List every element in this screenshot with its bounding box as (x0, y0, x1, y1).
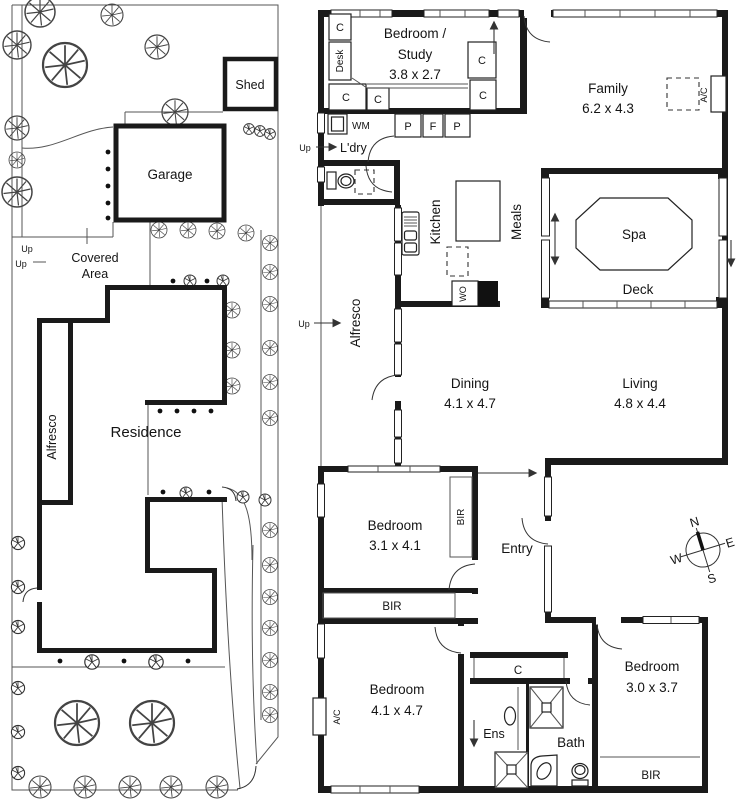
up-label: Up (299, 143, 311, 153)
cupboard (469, 79, 497, 111)
cupboard (328, 83, 367, 111)
dishwasher (446, 246, 469, 277)
cupboard-label: C (342, 92, 350, 104)
fridge (422, 113, 444, 138)
compass-north: N (688, 514, 701, 530)
dining-label: Dining (451, 376, 489, 391)
dining-dims: 4.1 x 4.7 (444, 396, 496, 411)
entry-label: Entry (501, 541, 533, 556)
ensuite-label: Ens (483, 727, 505, 741)
site-alfresco-label: Alfresco (45, 414, 59, 459)
residence: Residence Alfresco Covered Area Up Up (15, 244, 237, 653)
bir-label: BIR (382, 601, 401, 613)
garage: Garage (113, 123, 227, 223)
cupboard-label: C (514, 665, 522, 677)
meals-label: Meals (509, 204, 524, 240)
covered-area-label-1: Covered (71, 251, 118, 265)
desk-label: Desk (335, 49, 346, 73)
fixtures (312, 13, 727, 789)
built-in-robe (449, 476, 473, 558)
bedroom3-dims: 3.0 x 3.7 (626, 680, 678, 695)
site-posts (57, 149, 214, 664)
family-label: Family (588, 81, 628, 96)
toilet-cistern (326, 171, 337, 190)
windows (317, 9, 728, 794)
bedroom-study-label: Bedroom / (384, 26, 447, 41)
bedroom2-label: Bedroom (370, 682, 425, 697)
bath-label: Bath (557, 735, 585, 750)
pantry (444, 113, 471, 138)
arrows (314, 20, 736, 748)
labels: Bedroom / Study 3.8 x 2.7 C Desk C C C C… (298, 22, 709, 782)
bedroom3-label: Bedroom (625, 659, 680, 674)
ac-label: A/C (332, 709, 342, 725)
floor-plan: Bedroom / Study 3.8 x 2.7 C Desk C C C C… (298, 9, 736, 794)
cupboard-label: C (374, 94, 382, 106)
doors (365, 9, 623, 706)
ac-label: A/C (699, 87, 709, 103)
family-dims: 6.2 x 4.3 (582, 101, 634, 116)
site-up-label-1: Up (21, 244, 33, 254)
shed: Shed (222, 56, 279, 112)
shed-label: Shed (235, 78, 264, 92)
island-bench (455, 180, 501, 242)
cupboard-label: C (479, 90, 487, 102)
pantry-label: P (453, 121, 460, 133)
bedroom2-dims: 4.1 x 4.7 (371, 703, 423, 718)
bir-label: BIR (456, 509, 467, 526)
built-in-robe (322, 592, 456, 619)
bedroom-study-label2: Study (398, 47, 433, 62)
spa-tub (575, 197, 693, 271)
deck-label: Deck (623, 282, 654, 297)
pantry-label: P (404, 121, 411, 133)
basin (503, 706, 517, 726)
wall-oven (451, 280, 479, 307)
residence-label: Residence (111, 424, 182, 441)
bedroom1-label: Bedroom (368, 518, 423, 533)
living-label: Living (622, 376, 657, 391)
fridge-label: F (430, 121, 437, 133)
garage-label: Garage (147, 167, 192, 182)
cupboard-label: C (336, 22, 344, 34)
air-conditioner-zone (666, 77, 700, 111)
compass-south: S (706, 571, 718, 587)
alfresco-label: Alfresco (348, 299, 363, 348)
cupboard (467, 41, 497, 79)
cupboard (328, 13, 352, 41)
walls (318, 10, 728, 793)
compass-west: W (669, 551, 685, 568)
up-label: Up (298, 319, 310, 329)
air-conditioner-unit (312, 697, 327, 736)
washing-machine-label: WM (352, 121, 370, 132)
site-boundary (11, 4, 279, 791)
bir-label: BIR (641, 770, 660, 782)
bedroom1-dims: 3.1 x 4.1 (369, 538, 421, 553)
compass-east: E (724, 535, 736, 551)
kitchen-label: Kitchen (428, 199, 443, 244)
site-plan: Shed Garage Residence Alfresco (1, 0, 279, 799)
laundry-label: L'dry (340, 141, 367, 155)
air-conditioner-unit (710, 75, 727, 113)
covered-area-label-2: Area (82, 267, 108, 281)
basin (536, 762, 552, 780)
compass-needle (695, 531, 705, 551)
site-trees (1, 0, 278, 799)
living-dims: 4.8 x 4.4 (614, 396, 666, 411)
desk (328, 41, 352, 81)
pantry (394, 113, 422, 138)
spa-label: Spa (622, 227, 647, 242)
wall-oven-label: WO (458, 286, 468, 302)
bedroom-study-dims: 3.8 x 2.7 (389, 67, 441, 82)
compass: N E S W (669, 514, 736, 587)
cupboard-label: C (478, 55, 486, 67)
site-up-label-2: Up (15, 259, 27, 269)
